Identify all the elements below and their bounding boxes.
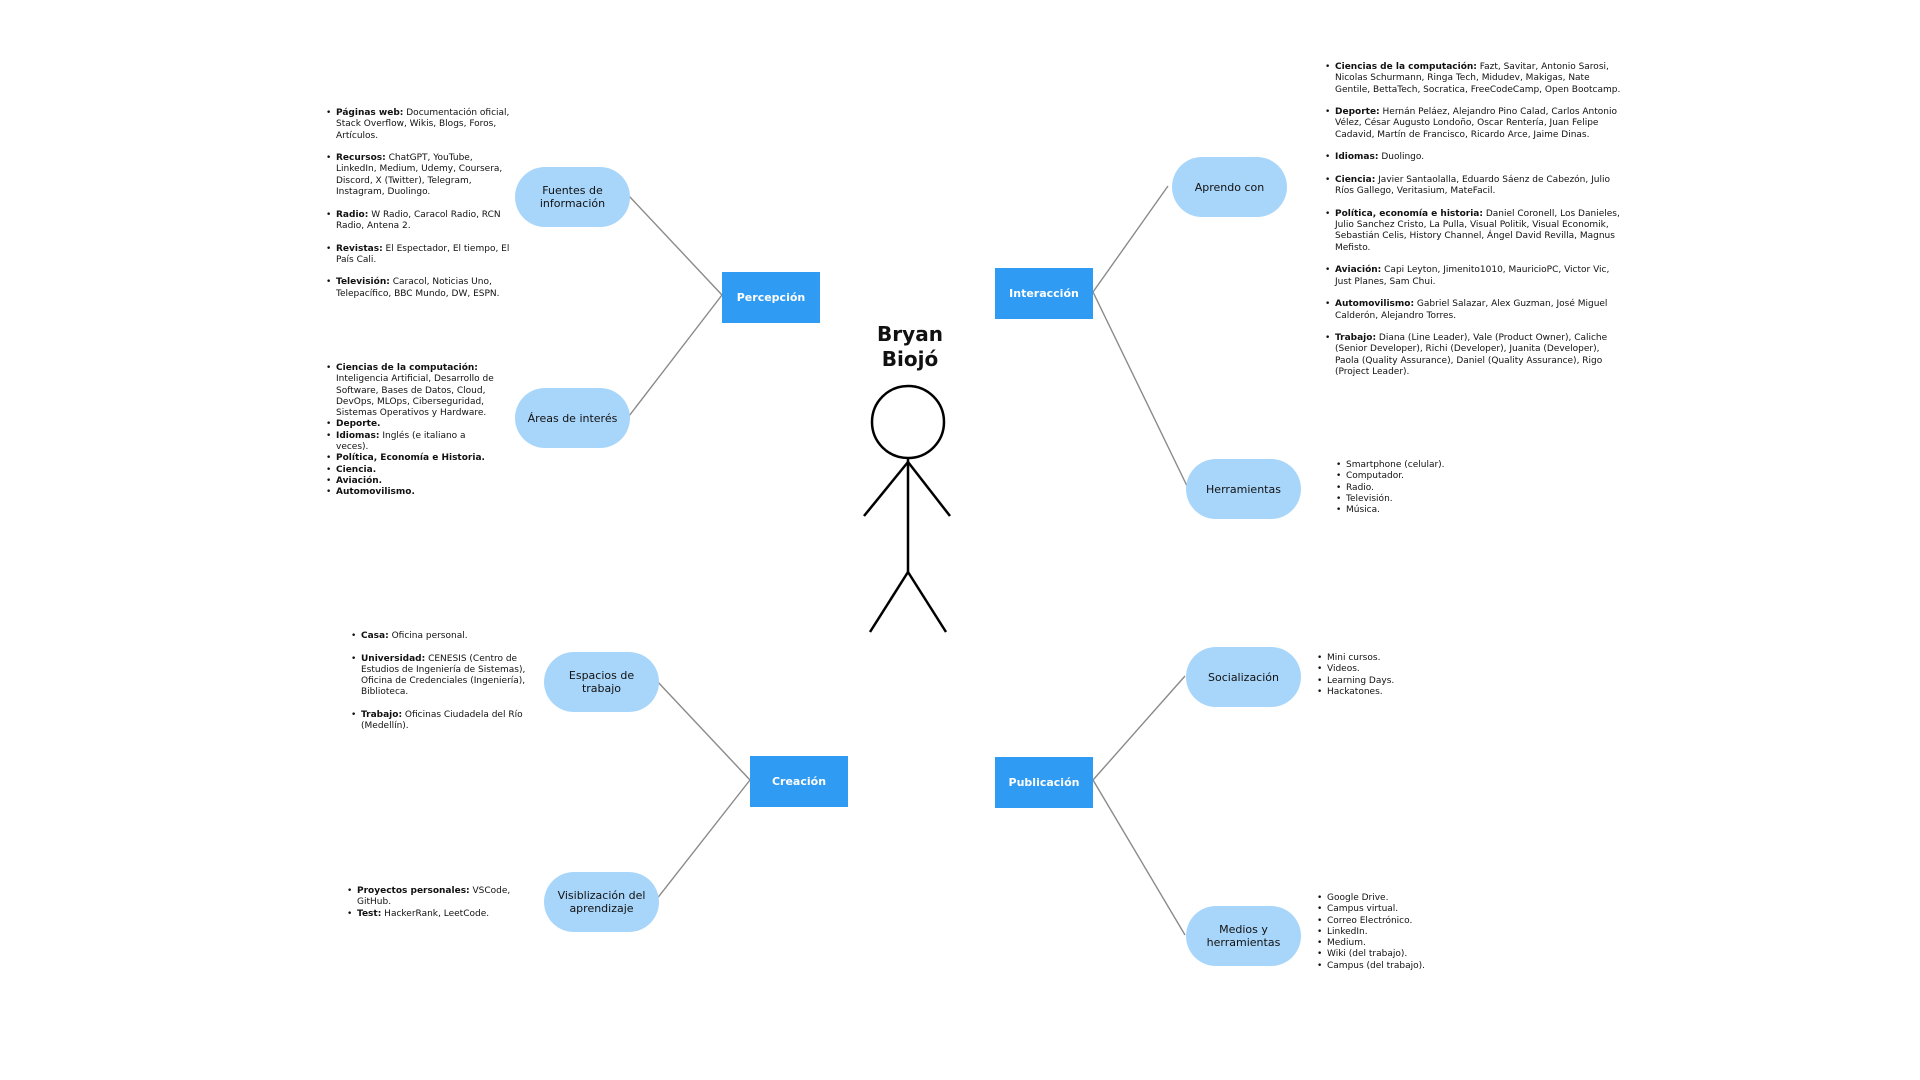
list-item: Recursos: ChatGPT, YouTube, LinkedIn, Me… [325,153,510,198]
connector-areas [628,294,723,417]
list-item: Trabajo: Oficinas Ciudadela del Río (Med… [350,710,530,733]
list-visibilizacion: Proyectos personales: VSCode, GitHub. Te… [346,886,536,920]
center-name-line1: Bryan [877,322,943,346]
connector-socializacion [1092,675,1186,781]
list-item: LinkedIn. [1316,927,1476,939]
list-item: Learning Days. [1316,676,1476,688]
list-item: Hackatones. [1316,687,1476,699]
list-item: Aviación: Capi Leyton, Jimenito1010, Mau… [1324,265,1624,288]
list-socializacion: Mini cursos. Videos. Learning Days. Hack… [1316,653,1476,698]
list-item: Correo Electrónico. [1316,916,1476,928]
list-item: Radio. [1335,483,1495,495]
list-aprendo: Ciencias de la computación: Fazt, Savita… [1324,62,1624,378]
list-item: Ciencia. [325,465,500,477]
list-item: Televisión: Caracol, Noticias Uno, Telep… [325,277,510,300]
list-item: Smartphone (celular). [1335,460,1495,472]
list-item: Trabajo: Diana (Line Leader), Vale (Prod… [1324,333,1624,378]
subtopic-areas[interactable]: Áreas de interés [515,388,630,448]
list-item: Ciencias de la computación: Fazt, Savita… [1324,62,1624,96]
list-item: Deporte. [325,419,500,431]
list-espacios: Casa: Oficina personal. Universidad: CEN… [350,631,530,733]
subtopic-aprendo[interactable]: Aprendo con [1172,157,1287,217]
list-item: Automovilismo. [325,487,500,499]
connector-medios [1092,779,1186,936]
list-item: Mini cursos. [1316,653,1476,665]
list-item: Ciencias de la computación: Inteligencia… [325,363,500,419]
list-item: Universidad: CENESIS (Centro de Estudios… [350,654,530,699]
list-item: Música. [1335,505,1495,517]
list-item: Páginas web: Documentación oficial, Stac… [325,108,510,142]
center-name: Bryan Biojó [860,322,960,372]
list-item: Computador. [1335,471,1495,483]
category-creacion[interactable]: Creación [750,756,848,807]
list-item: Campus virtual. [1316,904,1476,916]
subtopic-fuentes[interactable]: Fuentes de información [515,167,630,227]
subtopic-espacios[interactable]: Espacios de trabajo [544,652,659,712]
list-fuentes: Páginas web: Documentación oficial, Stac… [325,108,510,300]
connector-aprendo [1092,185,1169,293]
connector-visibilizacion [655,779,751,901]
list-item: Política, Economía e Historia. [325,453,500,465]
list-item: Revistas: El Espectador, El tiempo, El P… [325,244,510,267]
list-herramientas: Smartphone (celular). Computador. Radio.… [1335,460,1495,517]
list-item: Automovilismo: Gabriel Salazar, Alex Guz… [1324,299,1624,322]
list-item: Medium. [1316,938,1476,950]
center-name-line2: Biojó [881,347,939,371]
list-item: Videos. [1316,664,1476,676]
list-item: Televisión. [1335,494,1495,506]
connector-fuentes [628,195,723,296]
category-percepcion[interactable]: Percepción [722,272,820,323]
subtopic-visibilizacion[interactable]: Visiblización del aprendizaje [544,872,659,932]
list-item: Casa: Oficina personal. [350,631,530,643]
list-item: Wiki (del trabajo). [1316,949,1476,961]
list-item: Test: HackerRank, LeetCode. [346,909,536,921]
list-item: Política, economía e historia: Daniel Co… [1324,209,1624,254]
list-item: Ciencia: Javier Santaolalla, Eduardo Sáe… [1324,175,1624,198]
subtopic-medios[interactable]: Medios y herramientas [1186,906,1301,966]
subtopic-herramientas[interactable]: Herramientas [1186,459,1301,519]
list-areas: Ciencias de la computación: Inteligencia… [325,363,500,499]
list-item: Idiomas: Inglés (e italiano a veces). [325,431,500,454]
category-publicacion[interactable]: Publicación [995,757,1093,808]
list-item: Campus (del trabajo). [1316,961,1476,973]
list-item: Radio: W Radio, Caracol Radio, RCN Radio… [325,210,510,233]
connector-herramientas [1092,291,1189,489]
list-medios: Google Drive. Campus virtual. Correo Ele… [1316,893,1476,972]
list-item: Idiomas: Duolingo. [1324,152,1624,164]
category-interaccion[interactable]: Interacción [995,268,1093,319]
list-item: Proyectos personales: VSCode, GitHub. [346,886,536,909]
list-item: Google Drive. [1316,893,1476,905]
connector-espacios [655,679,751,781]
list-item: Aviación. [325,476,500,488]
subtopic-socializacion[interactable]: Socialización [1186,647,1301,707]
list-item: Deporte: Hernán Peláez, Alejandro Pino C… [1324,107,1624,141]
